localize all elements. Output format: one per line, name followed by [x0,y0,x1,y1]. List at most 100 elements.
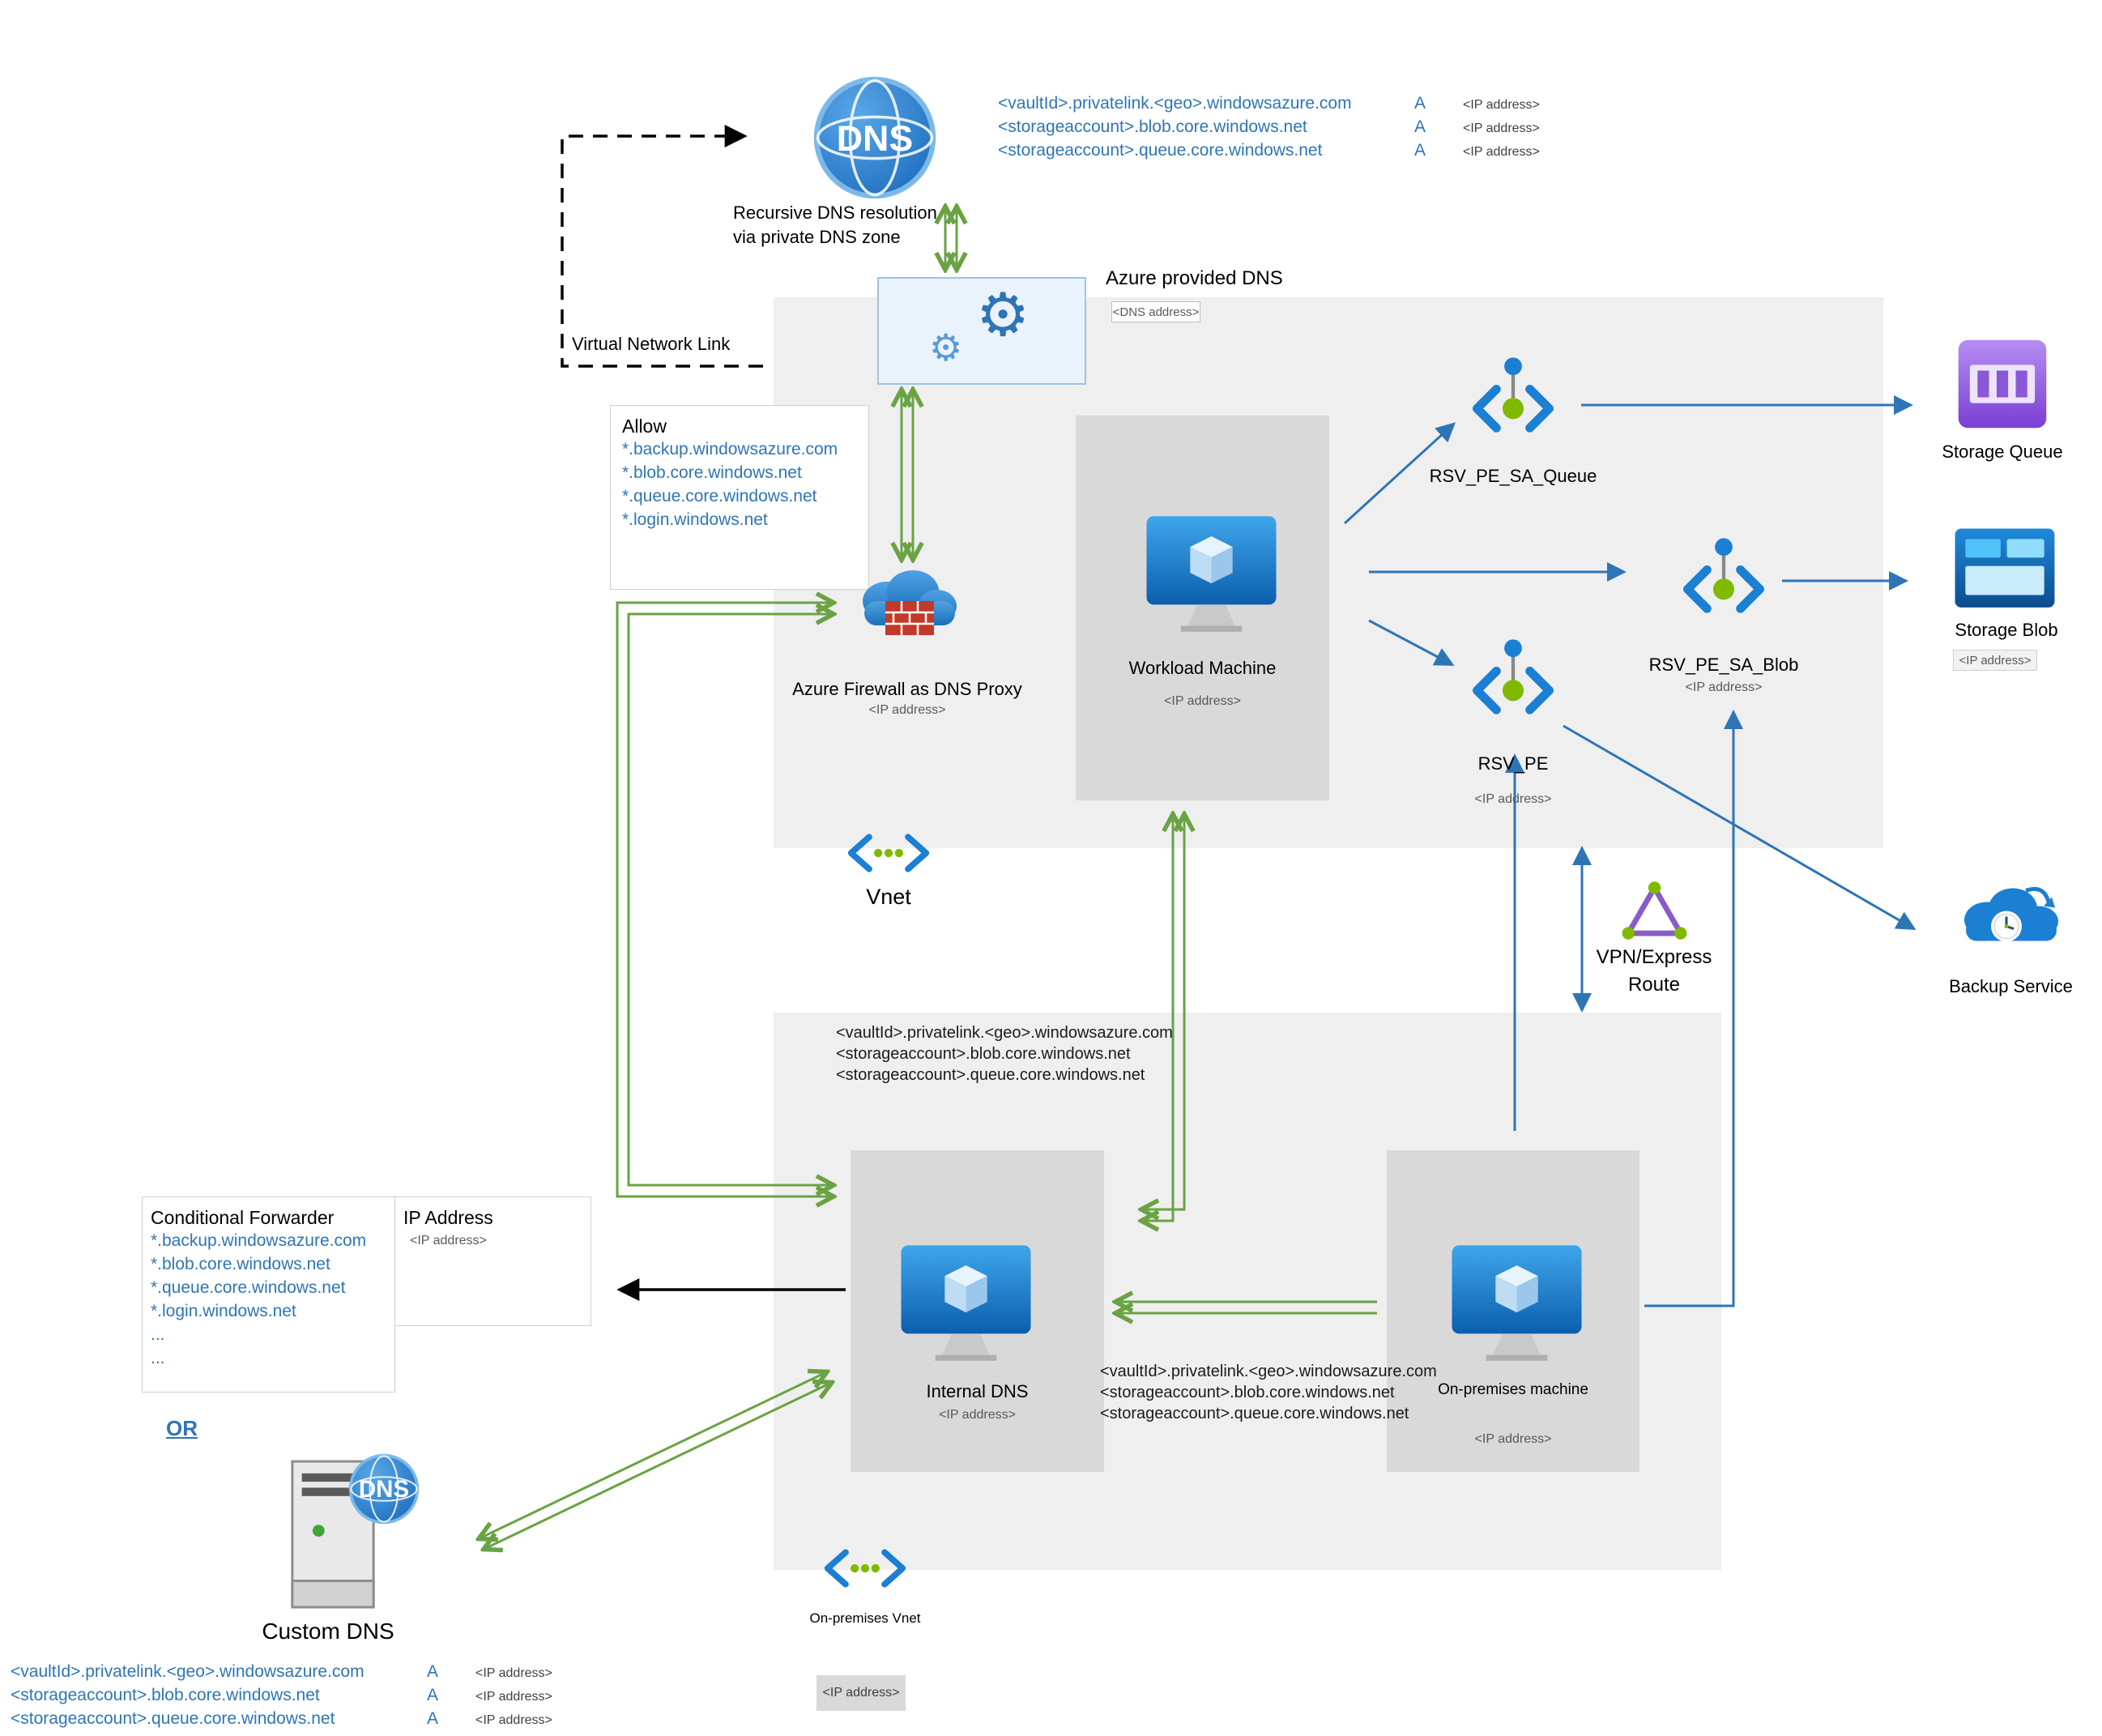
gear-icon: ⚙ [929,326,963,369]
rsv-pe-sa-blob-ip: <IP address> [1685,680,1763,694]
firewall-ip: <IP address> [868,703,946,717]
record-type: A [1414,94,1426,113]
backup-service-icon [1964,886,2058,942]
dns-record-row: <storageaccount>.queue.core.windows.net … [998,141,1776,164]
internal-dns-label: Internal DNS [926,1381,1029,1401]
record-type: A [427,1686,439,1704]
allow-title: Allow [622,416,667,437]
forwarder-ip-column: IP Address <IP address> [395,1196,591,1326]
record-type: A [1414,141,1426,160]
azure-firewall-icon [863,570,957,635]
allow-item: *.queue.core.windows.net [622,487,817,505]
storage-blob-ip: <IP address> [1953,650,2037,671]
private-endpoint-blob-icon [1683,538,1764,613]
dns-record-row: <vaultId>.privatelink.<geo>.windowsazure… [11,1662,788,1686]
onprem-vnet-ip: <IP address> [816,1675,906,1711]
vnet-label: Vnet [866,885,911,909]
zone-record: <storageaccount>.queue.core.windows.net [1100,1405,1409,1422]
workload-machine-ip: <IP address> [1164,694,1241,708]
storage-blob-label: Storage Blob [1955,620,2058,640]
dns-record-row: <vaultId>.privatelink.<geo>.windowsazure… [998,94,1776,117]
zone-record: <vaultId>.privatelink.<geo>.windowsazure… [836,1024,1173,1042]
caption-line1: Recursive DNS resolution [733,203,937,223]
rsv-pe-ip: <IP address> [1474,792,1552,806]
custom-dns-globe-label: DNS [359,1476,409,1503]
zone-record: <storageaccount>.queue.core.windows.net [836,1066,1145,1084]
record-name: <storageaccount>.queue.core.windows.net [11,1709,335,1728]
internal-dns-icon [901,1245,1031,1361]
virtual-network-link-dashed-arrow [561,125,763,368]
forwarder-ip-value: <IP address> [410,1234,487,1248]
forwarder-item: *.blob.core.windows.net [151,1255,330,1273]
azure-provided-dns-label: Azure provided DNS [1106,267,1283,289]
onprem-machine-ip: <IP address> [1474,1432,1552,1446]
backup-service-label: Backup Service [1949,976,2073,996]
rsv-pe-sa-queue-label: RSV_PE_SA_Queue [1429,466,1597,486]
internal-dns-ip: <IP address> [939,1408,1016,1422]
record-name: <storageaccount>.queue.core.windows.net [998,141,1323,160]
record-type: A [427,1662,439,1681]
record-ip: <IP address> [1463,145,1540,159]
machine-dns-records: <vaultId>.privatelink.<geo>.windowsazure… [1100,1361,1437,1424]
storage-blob-icon [1955,528,2055,608]
forwarder-item: *.login.windows.net [151,1302,296,1320]
vpn-express-route-icon [1622,881,1687,940]
record-type: A [427,1709,439,1728]
workload-machine-label: Workload Machine [1128,658,1277,678]
zone-record: <storageaccount>.blob.core.windows.net [836,1045,1131,1063]
forwarder-item: ... [151,1349,165,1367]
forwarder-item: *.queue.core.windows.net [151,1278,346,1297]
record-type: A [1414,117,1426,136]
caption-line2: via private DNS zone [733,227,901,247]
record-name: <storageaccount>.blob.core.windows.net [998,117,1307,136]
azure-provided-dns-image: ⚙ ⚙ [877,277,1086,385]
rsv-pe-sa-blob-label: RSV_PE_SA_Blob [1648,655,1799,675]
onprem-machine-label: On-premises machine [1438,1381,1588,1398]
allow-item: *.backup.windowsazure.com [622,440,838,459]
custom-dns-globe-icon: DNS [348,1453,420,1525]
record-ip: <IP address> [1463,98,1540,112]
record-ip: <IP address> [475,1690,552,1704]
vpn-express-route-label2: Route [1627,974,1681,996]
gear-icon: ⚙ [976,280,1030,350]
forwarder-item: *.backup.windowsazure.com [151,1231,367,1250]
conditional-forwarder-box: Conditional Forwarder *.backup.windowsaz… [142,1196,395,1393]
allow-item: *.login.windows.net [622,510,768,529]
private-endpoint-rsv-icon [1473,639,1554,714]
allow-rules-box: Allow *.backup.windowsazure.com *.blob.c… [610,405,869,590]
onprem-vnet-icon [824,1549,906,1588]
firewall-label: Azure Firewall as DNS Proxy [792,679,1022,699]
private-endpoint-queue-icon [1473,357,1554,433]
ip-address-header: IP Address [403,1207,493,1228]
zone-record: <vaultId>.privatelink.<geo>.windowsazure… [1100,1363,1437,1380]
onprem-vnet-label: On-premises Vnet [809,1610,921,1626]
dns-globe-icon: DNS [813,76,936,199]
or-label: OR [166,1416,198,1440]
rsv-pe-label: RSV_PE [1477,753,1549,774]
dns-address-box: <DNS address> [1111,301,1200,322]
workload-machine-icon [1146,516,1277,632]
storage-queue-icon [1958,339,2047,429]
custom-dns-label: Custom DNS [262,1619,394,1644]
vnet-icon [847,834,930,872]
dns-record-row: <storageaccount>.queue.core.windows.net … [11,1709,788,1733]
record-name: <vaultId>.privatelink.<geo>.windowsazure… [11,1662,365,1681]
recursive-dns-caption: Recursive DNS resolution via private DNS… [733,201,937,250]
conditional-forwarder-title: Conditional Forwarder [151,1207,335,1228]
record-ip: <IP address> [475,1713,552,1727]
storage-queue-label: Storage Queue [1942,441,2063,462]
dns-record-row: <storageaccount>.blob.core.windows.net A… [11,1686,788,1709]
zone-record: <storageaccount>.blob.core.windows.net [1100,1384,1395,1401]
record-name: <vaultId>.privatelink.<geo>.windowsazure… [998,94,1352,113]
onprem-machine-icon [1452,1245,1582,1361]
allow-item: *.blob.core.windows.net [622,463,802,482]
virtual-network-link-label: Virtual Network Link [572,334,731,354]
custom-dns-records: <vaultId>.privatelink.<geo>.windowsazure… [11,1662,788,1733]
vpn-express-route-label1: VPN/Express [1596,946,1712,968]
onprem-zone-records: <vaultId>.privatelink.<geo>.windowsazure… [836,1022,1173,1086]
azure-dns-records: <vaultId>.privatelink.<geo>.windowsazure… [998,94,1776,164]
record-name: <storageaccount>.blob.core.windows.net [11,1686,320,1704]
dns-globe-label: DNS [837,118,914,159]
custom-dns-server-icon [291,1460,375,1609]
